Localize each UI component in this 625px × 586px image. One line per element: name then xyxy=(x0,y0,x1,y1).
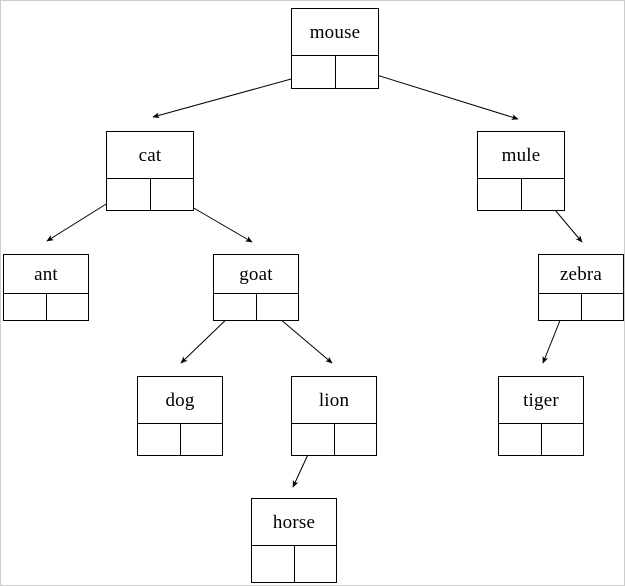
node-pointers-cat xyxy=(107,178,193,210)
right-pointer-cell-dog[interactable] xyxy=(180,424,222,455)
right-pointer-cell-mule[interactable] xyxy=(521,179,564,210)
right-pointer-cell-horse[interactable] xyxy=(294,546,336,582)
left-pointer-cell-lion[interactable] xyxy=(292,424,334,455)
node-pointers-tiger xyxy=(499,423,583,455)
tree-node-zebra[interactable]: zebra xyxy=(538,254,624,321)
node-label-lion: lion xyxy=(318,389,350,411)
left-pointer-cell-ant[interactable] xyxy=(4,294,46,320)
right-pointer-cell-zebra[interactable] xyxy=(581,294,623,320)
tree-node-dog[interactable]: dog xyxy=(137,376,223,456)
tree-node-tiger[interactable]: tiger xyxy=(498,376,584,456)
tree-node-goat[interactable]: goat xyxy=(213,254,299,321)
node-label-mule: mule xyxy=(501,144,541,166)
node-label-mouse: mouse xyxy=(309,21,361,43)
node-pointers-horse xyxy=(252,545,336,582)
left-pointer-cell-dog[interactable] xyxy=(138,424,180,455)
left-pointer-cell-mouse[interactable] xyxy=(292,56,335,88)
left-pointer-cell-tiger[interactable] xyxy=(499,424,541,455)
left-pointer-cell-horse[interactable] xyxy=(252,546,294,582)
node-pointers-ant xyxy=(4,293,88,320)
right-pointer-cell-cat[interactable] xyxy=(150,179,193,210)
tree-node-lion[interactable]: lion xyxy=(291,376,377,456)
right-pointer-cell-goat[interactable] xyxy=(256,294,298,320)
node-pointers-mule xyxy=(478,178,564,210)
tree-node-horse[interactable]: horse xyxy=(251,498,337,583)
tree-node-ant[interactable]: ant xyxy=(3,254,89,321)
left-pointer-cell-cat[interactable] xyxy=(107,179,150,210)
left-pointer-cell-goat[interactable] xyxy=(214,294,256,320)
right-pointer-cell-ant[interactable] xyxy=(46,294,88,320)
node-pointers-zebra xyxy=(539,293,623,320)
node-label-horse: horse xyxy=(272,511,316,533)
left-pointer-cell-zebra[interactable] xyxy=(539,294,581,320)
tree-node-mule[interactable]: mule xyxy=(477,131,565,211)
node-pointers-mouse xyxy=(292,55,378,88)
node-label-tiger: tiger xyxy=(523,389,559,411)
right-pointer-cell-lion[interactable] xyxy=(334,424,376,455)
tree-edge-mouse-left-cat xyxy=(152,72,314,119)
node-pointers-lion xyxy=(292,423,376,455)
tree-node-mouse[interactable]: mouse xyxy=(291,8,379,89)
node-label-goat: goat xyxy=(239,263,273,285)
right-pointer-cell-mouse[interactable] xyxy=(335,56,378,88)
node-pointers-goat xyxy=(214,293,298,320)
right-pointer-cell-tiger[interactable] xyxy=(541,424,583,455)
node-pointers-dog xyxy=(138,423,222,455)
left-pointer-cell-mule[interactable] xyxy=(478,179,521,210)
node-label-dog: dog xyxy=(165,389,195,411)
node-label-zebra: zebra xyxy=(559,263,603,285)
node-label-cat: cat xyxy=(138,144,162,166)
node-label-ant: ant xyxy=(34,263,58,285)
tree-node-cat[interactable]: cat xyxy=(106,131,194,211)
